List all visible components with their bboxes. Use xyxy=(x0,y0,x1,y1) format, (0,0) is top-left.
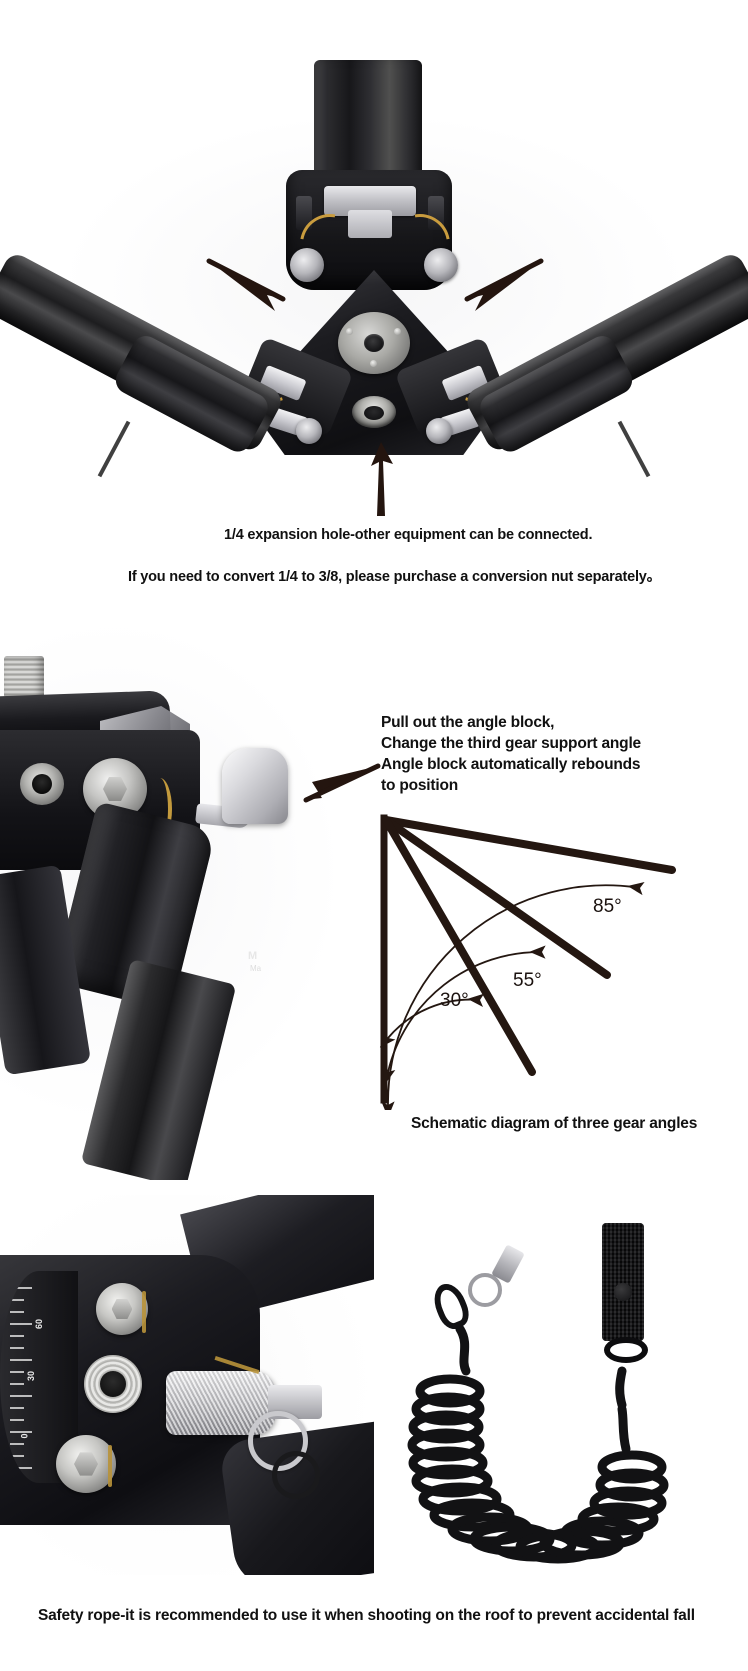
brand-submark: Ma xyxy=(250,964,262,973)
webbing-strap xyxy=(602,1223,644,1341)
brand-mark: M xyxy=(248,950,258,962)
strap-snap-button xyxy=(614,1283,632,1301)
instruction-line-2: Change the third gear support angle xyxy=(381,735,641,752)
threaded-hole-detail xyxy=(84,1355,142,1413)
schematic-ray-30 xyxy=(382,816,536,1076)
angle-block-tab xyxy=(222,748,288,824)
leg-boss-lower-right xyxy=(426,418,452,444)
apex-hub-photo xyxy=(0,0,748,620)
strap-d-ring xyxy=(604,1337,648,1363)
schematic-arc-85 xyxy=(381,881,645,1110)
coiled-rope-icon xyxy=(407,1324,669,1564)
threaded-accessory-hole xyxy=(20,763,64,805)
gold-accent-bottom xyxy=(108,1445,112,1487)
arrow-to-angle-block-icon xyxy=(303,763,381,803)
spider-slot-left xyxy=(296,196,312,230)
rope-split-ring xyxy=(468,1273,502,1307)
caption-safety-rope: Safety rope-it is recommended to use it … xyxy=(38,1607,695,1624)
gold-accent-ring xyxy=(148,778,172,840)
angle-block-photo: M Ma xyxy=(0,620,380,1180)
center-column-tube xyxy=(314,60,422,190)
knob-detail-photo: 60 30 0 xyxy=(0,1195,374,1575)
caption-expansion-hole: 1/4 expansion hole-other equipment can b… xyxy=(224,527,593,543)
angle-label-30: 30° xyxy=(440,990,469,1011)
section-apex-hub: 1/4 expansion hole-other equipment can b… xyxy=(0,0,748,620)
leg-boss-upper-left xyxy=(290,248,324,282)
arrow-left-icon xyxy=(206,258,286,311)
hex-bolt-bottom xyxy=(56,1435,116,1493)
spider-slot-right xyxy=(428,196,444,230)
instruction-line-4: to position xyxy=(381,777,459,794)
silver-yoke-neck xyxy=(348,210,392,238)
leg-boss-lower-left xyxy=(296,418,322,444)
rubber-o-ring xyxy=(272,1451,320,1499)
safety-rope-photo xyxy=(374,1195,748,1575)
instruction-line-3: Angle block automatically rebounds xyxy=(381,756,641,773)
hex-bolt-top xyxy=(96,1283,148,1335)
arrow-bottom-icon xyxy=(371,442,393,516)
quarter-inch-expansion-hole xyxy=(352,396,396,428)
hub-center-screw-plate xyxy=(338,312,410,374)
schematic-caption: Schematic diagram of three gear angles xyxy=(411,1115,698,1132)
angle-label-55: 55° xyxy=(513,970,542,991)
center-column-stud xyxy=(4,656,44,698)
scale-number-60: 60 xyxy=(34,1318,45,1330)
scale-number-30: 30 xyxy=(26,1370,37,1382)
leg-ring-left xyxy=(97,420,131,478)
leg-ring-right xyxy=(617,420,651,478)
angle-schematic-diagram xyxy=(379,814,676,1110)
section-angle-block: M Ma Pull out the angle block, Change th… xyxy=(0,620,748,1180)
scale-number-0: 0 xyxy=(19,1433,30,1439)
gold-accent-top xyxy=(142,1291,146,1333)
section-safety-rope: 60 30 0 xyxy=(0,1195,748,1575)
caption-conversion-nut: If you need to convert 1/4 to 3/8, pleas… xyxy=(128,569,661,585)
schematic-ray-85 xyxy=(382,816,676,874)
angle-label-85: 85° xyxy=(593,896,622,917)
instruction-line-1: Pull out the angle block, xyxy=(381,714,555,731)
arrow-right-icon xyxy=(464,258,544,311)
leg-boss-upper-right xyxy=(424,248,458,282)
